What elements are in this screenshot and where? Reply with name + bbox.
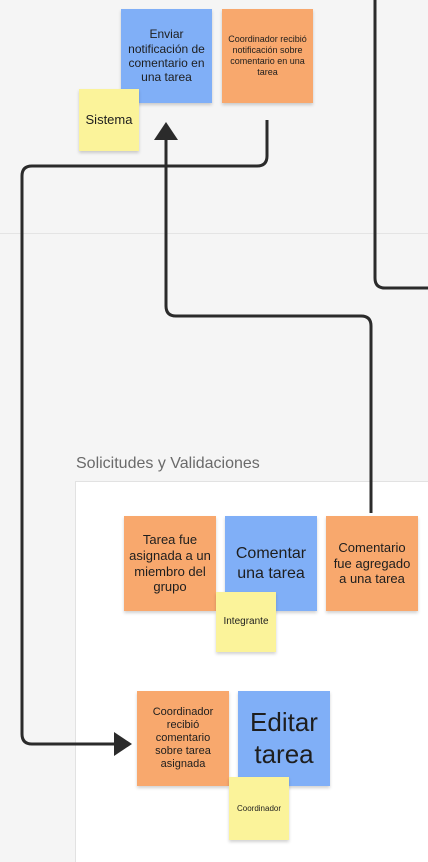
note-editar-tarea[interactable]: Editar tarea (238, 691, 330, 786)
note-coordinador-recibio-comentario[interactable]: Coordinador recibió comentario sobre tar… (137, 691, 229, 786)
note-comentario-agregado[interactable]: Comentario fue agregado a una tarea (326, 516, 418, 611)
section-title: Solicitudes y Validaciones (76, 455, 260, 472)
arrowhead-up (154, 122, 178, 140)
note-sistema[interactable]: Sistema (79, 89, 139, 151)
note-coordinador[interactable]: Coordinador (229, 777, 289, 840)
note-tarea-asignada[interactable]: Tarea fue asignada a un miembro del grup… (124, 516, 216, 611)
note-integrante[interactable]: Integrante (216, 592, 276, 652)
separator-line (0, 233, 428, 234)
connector-top-right (373, 0, 428, 290)
note-coordinador-recibio-notificacion[interactable]: Coordinador recibió notificación sobre c… (222, 9, 313, 103)
note-enviar-notificacion[interactable]: Enviar notificación de comentario en una… (121, 9, 212, 103)
